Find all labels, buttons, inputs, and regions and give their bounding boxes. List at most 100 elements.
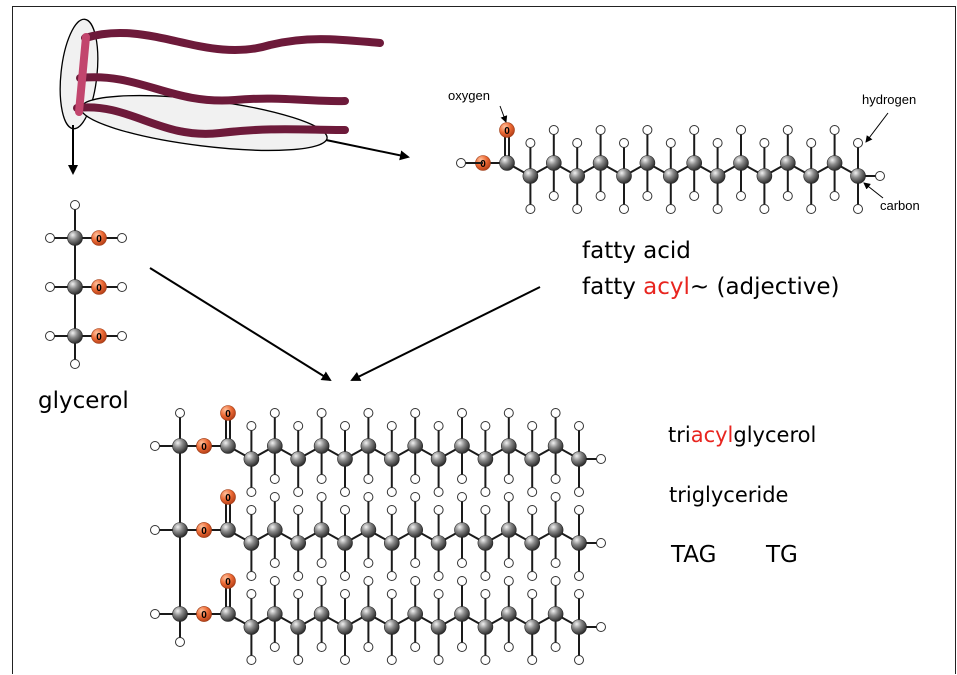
hydrogen-atom (574, 421, 584, 431)
hydrogen-atom (363, 408, 374, 418)
hydrogen-atom (457, 474, 467, 484)
hydrogen-atom (642, 191, 653, 201)
oxygen-atom: 0 (220, 405, 236, 421)
hydrogen-atom (574, 589, 584, 599)
tail-2 (76, 73, 349, 106)
hydrogen-atom (340, 655, 350, 665)
carbon-atom (360, 438, 377, 454)
glycerol-backbone-bar (75, 33, 90, 116)
hydrogen-atom (619, 204, 629, 214)
hydrogen-atom (386, 505, 397, 515)
hydrogen-atom (572, 204, 583, 214)
hydrogen-atom (550, 558, 561, 568)
hydrogen-atom (269, 408, 280, 418)
hydrogen-atom (550, 474, 561, 484)
carbon-atom (313, 522, 330, 538)
arrow-to-fatty-acid (325, 139, 410, 161)
hydrogen-atom (246, 571, 257, 581)
carbon-atom (850, 168, 866, 184)
hydrogen-atom (525, 204, 536, 214)
hydrogen-atom (340, 589, 350, 599)
carbon-atom (477, 535, 494, 551)
hydrogen-atom (293, 421, 304, 431)
hydrogen-atom (269, 474, 280, 484)
hydrogen-atom (480, 421, 491, 431)
hydrogen-atom (150, 441, 160, 451)
hydrogen-atom (363, 558, 374, 568)
carbon-atom (337, 451, 353, 467)
carbon-atom (243, 535, 260, 551)
carbon-atom (477, 451, 494, 467)
carbon-atom (313, 438, 330, 454)
oxygen-atom: 0 (196, 438, 212, 454)
hydrogen-atom (45, 282, 55, 292)
carbon-atom (67, 328, 83, 344)
carbon-atom (522, 168, 539, 184)
hydrogen-atom (595, 125, 606, 135)
triacylglycerol-title: triacylglycerol (668, 423, 816, 447)
carbon-atom (407, 438, 424, 454)
carbon-atom (547, 606, 564, 622)
carbon-atom (337, 535, 353, 551)
svg-text:0: 0 (96, 332, 102, 343)
carbon-atom (383, 619, 400, 635)
carbon-atom (547, 438, 564, 454)
carbon-atom (709, 168, 726, 184)
carbon-atom (524, 451, 541, 467)
hydrogen-atom (853, 204, 863, 214)
hydrogen-atom (456, 158, 466, 168)
hydrogen-atom (829, 191, 840, 201)
hydrogen-atom (596, 622, 606, 632)
hydrogen-atom (293, 487, 304, 497)
carbon-atom (430, 535, 447, 551)
oxygen-label: oxygen (448, 88, 490, 103)
hydrogen-atom (386, 571, 397, 581)
hydrogen-atom (316, 492, 327, 502)
hydrogen-atom (410, 642, 421, 652)
hydrogen-atom (503, 642, 514, 652)
carbon-atom (571, 451, 587, 467)
hydrogen-atom (117, 233, 127, 243)
carbon-atom (477, 619, 494, 635)
hydrogen-atom (150, 525, 160, 535)
carbon-atom (592, 155, 609, 171)
hydrogen-atom (410, 558, 421, 568)
carbon-atom (500, 438, 517, 454)
hydrogen-atom (433, 655, 444, 665)
hydrogen-atom (293, 589, 304, 599)
carbon-atom (407, 522, 424, 538)
hydrogen-atom (246, 487, 257, 497)
hydrogen-atom (316, 642, 327, 652)
hydrogen-atom (574, 655, 584, 665)
hydrogen-atom (829, 125, 840, 135)
carbon-atom (290, 619, 307, 635)
carbon-atom (571, 535, 587, 551)
hydrogen-atom (386, 589, 397, 599)
molecule-layer: 00000000000000 (45, 122, 885, 665)
hydrogen-atom (572, 138, 583, 148)
hydrogen-atom (340, 571, 350, 581)
carbon-atom (571, 619, 587, 635)
hydrogen-atom (433, 571, 444, 581)
hydrogen-pointer (865, 112, 889, 143)
carbon-atom (360, 606, 377, 622)
hydrogen-atom (503, 492, 514, 502)
hydrogen-atom (480, 589, 491, 599)
svg-text:0: 0 (201, 526, 207, 537)
hydrogen-atom (363, 576, 374, 586)
hydrogen-atom (550, 492, 561, 502)
carbon-atom (266, 606, 283, 622)
hydrogen-atom (595, 191, 606, 201)
hydrogen-atom (806, 204, 817, 214)
hydrogen-atom (480, 505, 491, 515)
carbon-pointer (863, 182, 884, 199)
svg-text:0: 0 (225, 409, 231, 420)
hydrogen-atom (503, 558, 514, 568)
hydrogen-atom (665, 204, 676, 214)
hydrogen-atom (527, 421, 538, 431)
oxygen-atom: 0 (220, 489, 236, 505)
hydrogen-atom (175, 408, 185, 418)
tail-1 (81, 28, 384, 55)
svg-text:0: 0 (201, 610, 207, 621)
hydrogen-atom (363, 474, 374, 484)
